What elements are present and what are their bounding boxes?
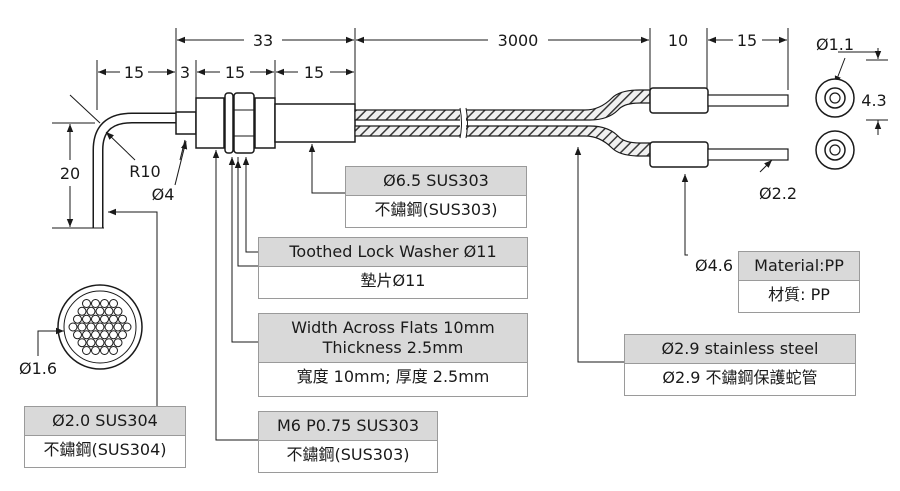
fiber-core bbox=[86, 306, 96, 316]
fiber-core bbox=[118, 330, 127, 340]
callout-hose-title: Ø2.9 stainless steel bbox=[625, 335, 855, 363]
fiber-core bbox=[86, 338, 96, 348]
fiber-core bbox=[104, 306, 114, 316]
fiber-core bbox=[73, 330, 82, 340]
end-view bbox=[815, 78, 855, 170]
fiber-core bbox=[91, 299, 100, 308]
extension-lines bbox=[52, 28, 789, 229]
fiber-core bbox=[100, 299, 109, 308]
fiber-core bbox=[109, 314, 118, 324]
callout-hose: Ø2.9 stainless steel Ø2.9 不鏽鋼保護蛇管 bbox=[624, 334, 856, 396]
fiber-core bbox=[68, 322, 78, 332]
fiber-core bbox=[109, 346, 118, 355]
fiber-core bbox=[91, 346, 100, 355]
fiber-core bbox=[77, 322, 87, 332]
callout-washer-title: Toothed Lock Washer Ø11 bbox=[259, 238, 527, 266]
callout-probe-body: 不鏽鋼(SUS304) bbox=[25, 435, 185, 464]
callout-material-label: Material:PP bbox=[739, 252, 859, 280]
callout-washer-body: 墊片Ø11 bbox=[259, 266, 527, 295]
callout-nut-body: 寬度 10mm; 厚度 2.5mm bbox=[259, 362, 527, 391]
fiber-core bbox=[82, 330, 91, 340]
fiber-core bbox=[95, 338, 105, 348]
fiber-core bbox=[109, 330, 118, 340]
callout-tube: Ø6.5 SUS303 不鏽鋼(SUS303) bbox=[345, 166, 527, 228]
dimension-lines bbox=[66, 36, 888, 227]
fiber-core bbox=[95, 322, 105, 332]
fiber-core bbox=[118, 314, 127, 324]
dim-dia-1-1: Ø1.1 bbox=[816, 35, 854, 54]
callout-thread-body: 不鏽鋼(SUS303) bbox=[259, 440, 437, 469]
fiber-core bbox=[104, 338, 114, 348]
callout-probe-title: Ø2.0 SUS304 bbox=[25, 407, 185, 435]
dim-15-left: 15 bbox=[124, 63, 144, 82]
dim-dia-2-2: Ø2.2 bbox=[759, 184, 797, 203]
fiber-core bbox=[77, 306, 87, 316]
dim-15-a: 15 bbox=[225, 63, 245, 82]
dim-dia-1-6: Ø1.6 bbox=[19, 359, 57, 378]
fiber-core bbox=[95, 306, 105, 316]
callout-tube-body: 不鏽鋼(SUS303) bbox=[346, 195, 526, 224]
dim-10: 10 bbox=[668, 31, 688, 50]
callout-hose-body: Ø2.9 不鏽鋼保護蛇管 bbox=[625, 363, 855, 392]
fiber-core bbox=[82, 299, 91, 308]
callout-probe: Ø2.0 SUS304 不鏽鋼(SUS304) bbox=[24, 406, 186, 468]
dim-15-b: 15 bbox=[304, 63, 324, 82]
fiber-core bbox=[91, 314, 100, 324]
dim-r10: R10 bbox=[129, 162, 160, 181]
fiber-core bbox=[100, 330, 109, 340]
probe-tube bbox=[69, 94, 176, 229]
fiber-core bbox=[91, 330, 100, 340]
fiber-core bbox=[73, 314, 82, 324]
callout-thread: M6 P0.75 SUS303 不鏽鋼(SUS303) bbox=[258, 411, 438, 473]
fiber-core bbox=[82, 314, 91, 324]
callout-tube-title: Ø6.5 SUS303 bbox=[346, 167, 526, 195]
fiber-core bbox=[113, 306, 123, 316]
dim-4-3: 4.3 bbox=[861, 91, 886, 110]
fiber-core bbox=[109, 299, 118, 308]
dim-3: 3 bbox=[180, 63, 190, 82]
fiber-core bbox=[86, 322, 96, 332]
dim-dia-4: Ø4 bbox=[152, 185, 175, 204]
thread-stub bbox=[175, 111, 197, 161]
fiber-core bbox=[122, 322, 132, 332]
dim-3000: 3000 bbox=[498, 31, 539, 50]
callout-thread-title: M6 P0.75 SUS303 bbox=[259, 412, 437, 440]
fiber-core bbox=[104, 322, 114, 332]
fiber-core bbox=[100, 314, 109, 324]
protective-hose bbox=[354, 89, 651, 157]
callout-material-body: 材質: PP bbox=[739, 280, 859, 309]
callout-washer: Toothed Lock Washer Ø11 墊片Ø11 bbox=[258, 237, 528, 299]
dim-15-right: 15 bbox=[737, 31, 757, 50]
dim-dia-4-6: Ø4.6 bbox=[695, 256, 733, 275]
fiber-ends bbox=[649, 87, 789, 168]
dim-20: 20 bbox=[60, 164, 80, 183]
fiber-core bbox=[100, 346, 109, 355]
fiber-core bbox=[77, 338, 87, 348]
fiber-core bbox=[82, 346, 91, 355]
callout-material: Material:PP 材質: PP bbox=[738, 251, 860, 313]
threaded-body bbox=[195, 92, 356, 154]
fiber-core bbox=[113, 322, 123, 332]
dim-33: 33 bbox=[253, 31, 273, 50]
leader-lines bbox=[37, 140, 773, 441]
callout-nut: Width Across Flats 10mm Thickness 2.5mm … bbox=[258, 313, 528, 397]
fiber-bundle-section bbox=[57, 284, 143, 370]
fiber-core bbox=[113, 338, 123, 348]
callout-nut-title: Width Across Flats 10mm Thickness 2.5mm bbox=[259, 314, 527, 362]
dimension-labels: 33 3000 10 15 Ø1.1 15 3 15 15 4.3 20 R10… bbox=[19, 31, 887, 378]
